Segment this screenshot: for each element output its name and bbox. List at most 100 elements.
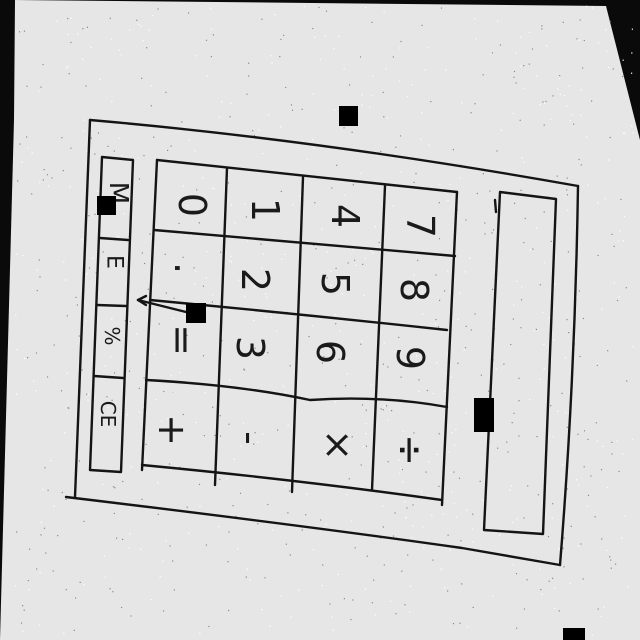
paper-speck [150, 599, 152, 601]
paper-speck [523, 608, 525, 610]
paper-speck [237, 548, 239, 550]
paper-speck [516, 280, 518, 282]
paper-speck [69, 186, 71, 188]
paper-speck [521, 286, 523, 288]
paper-speck [587, 438, 589, 440]
paper-speck [608, 159, 610, 161]
paper-speck [318, 6, 320, 9]
keypad-key-3-0[interactable]: + [150, 414, 194, 446]
keypad-key-3-2[interactable]: × [316, 429, 360, 461]
paper-speck [94, 213, 96, 215]
paper-speck [550, 240, 552, 242]
paper-speck [465, 219, 467, 221]
paper-speck [466, 509, 468, 511]
keypad-key-1-0[interactable]: . [166, 262, 210, 274]
keypad-key-2-1[interactable]: 3 [228, 336, 272, 360]
function-key[interactable]: % [100, 326, 124, 345]
keypad-key-0-1[interactable]: 1 [243, 198, 287, 222]
paper-speck [552, 436, 554, 438]
paper-speck [549, 118, 552, 120]
paper-speck [529, 249, 531, 251]
paper-speck [327, 347, 329, 349]
paper-speck [329, 603, 331, 605]
paper-speck [44, 467, 46, 469]
keypad-key-1-2[interactable]: 5 [313, 272, 357, 296]
paper-speck [129, 29, 131, 31]
paper-speck [631, 28, 633, 30]
paper-speck [141, 498, 143, 500]
paper-speck [395, 613, 397, 615]
keypad-key-3-1[interactable]: - [228, 431, 272, 445]
function-key[interactable]: E [102, 255, 127, 269]
keypad-key-0-3[interactable]: 7 [398, 214, 442, 238]
paper-speck [450, 471, 452, 473]
paper-speck [165, 91, 167, 93]
paper-speck [460, 540, 462, 542]
paper-speck [343, 598, 345, 600]
paper-speck [562, 464, 564, 466]
paper-speck [39, 181, 41, 184]
keypad-key-2-0[interactable]: = [160, 324, 204, 356]
paper-speck [411, 84, 413, 86]
paper-speck [149, 233, 151, 235]
paper-speck [559, 75, 561, 77]
paper-speck [334, 401, 336, 403]
paper-speck [77, 33, 79, 35]
paper-speck [536, 436, 538, 438]
paper-speck [449, 183, 451, 185]
paper-speck [497, 20, 499, 22]
paper-speck [371, 602, 373, 604]
keypad-key-0-2[interactable]: 4 [323, 204, 367, 228]
paper-speck [169, 545, 171, 547]
keypad-key-2-2[interactable]: 6 [308, 340, 352, 364]
paper-speck [82, 130, 85, 132]
paper-speck [469, 257, 471, 259]
keypad-key-2-3[interactable]: 9 [388, 346, 432, 370]
paper-speck [321, 362, 323, 364]
keypad-key-3-3[interactable]: ÷ [388, 434, 432, 466]
paper-speck [308, 336, 310, 338]
paper-speck [271, 62, 273, 64]
paper-speck [563, 566, 565, 568]
paper-speck [541, 28, 543, 30]
paper-speck [432, 392, 434, 395]
paper-speck [150, 85, 152, 87]
paper-speck [38, 259, 40, 261]
paper-speck [352, 184, 354, 186]
paper-speck [365, 409, 367, 411]
paper-speck [242, 422, 245, 424]
artifact-block [474, 398, 494, 432]
paper-speck [193, 267, 195, 269]
paper-speck [229, 116, 231, 118]
paper-speck [412, 525, 414, 527]
paper-speck [425, 471, 427, 473]
paper-speck [480, 374, 482, 376]
paper-speck [459, 622, 461, 624]
paper-speck [268, 114, 270, 116]
paper-speck [239, 492, 242, 494]
paper-speck [47, 489, 49, 491]
keypad-key-0-0[interactable]: 0 [170, 193, 214, 217]
paper-speck [326, 277, 328, 279]
paper-speck [554, 607, 556, 609]
keypad-key-1-1[interactable]: 2 [233, 268, 277, 292]
keypad-key-1-3[interactable]: 8 [392, 278, 436, 302]
paper-speck [122, 264, 124, 266]
paper-speck [547, 536, 550, 538]
paper-speck [464, 347, 467, 349]
paper-speck [82, 58, 84, 60]
paper-speck [347, 436, 349, 438]
paper-speck [557, 88, 559, 90]
paper-speck [262, 433, 264, 435]
paper-speck [366, 555, 368, 557]
paper-speck [527, 485, 529, 487]
paper-speck [227, 182, 229, 184]
paper-speck [579, 355, 581, 358]
function-key[interactable]: CE [96, 401, 120, 428]
paper-speck [267, 503, 269, 506]
paper-speck [585, 136, 588, 138]
paper-speck [558, 610, 560, 612]
paper-speck [312, 27, 314, 30]
paper-speck [346, 373, 348, 375]
